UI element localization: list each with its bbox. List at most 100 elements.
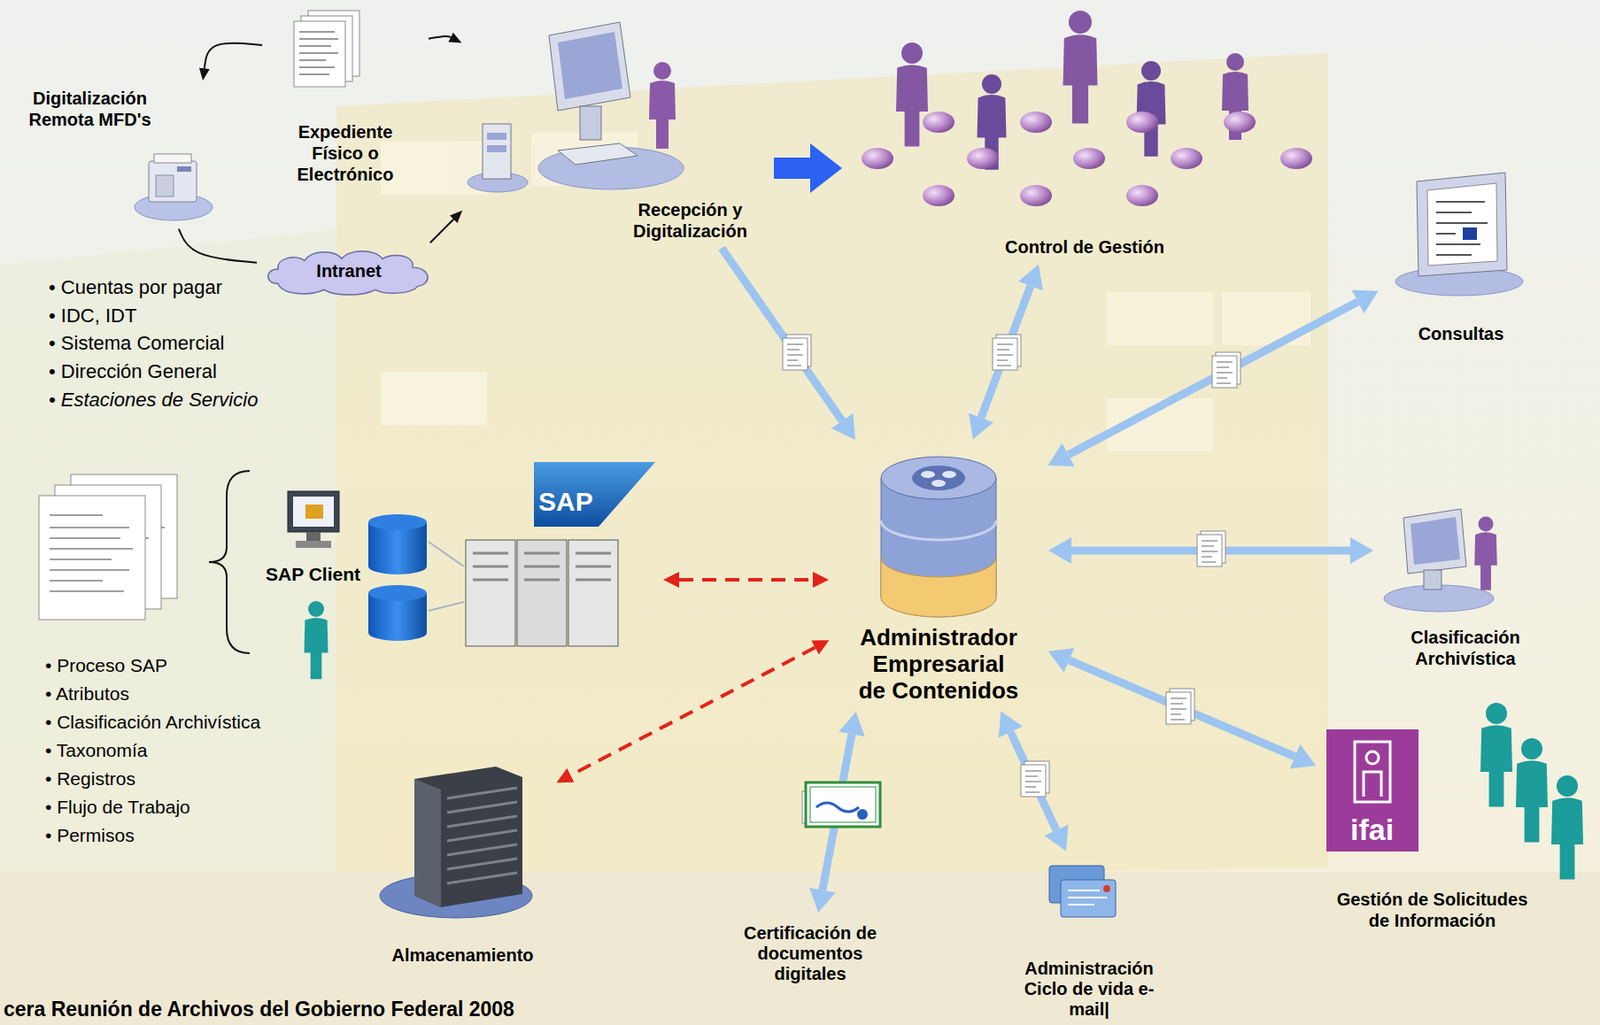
team-illustration	[1223, 111, 1256, 133]
group-node: Control de Gestión	[845, 4, 1324, 262]
sap-document-stack	[38, 495, 146, 620]
background-photo	[0, 872, 1600, 1025]
document-stack-icon	[299, 31, 339, 75]
node-label: Expediente Físico o Electrónico	[270, 121, 421, 186]
storage-icon	[447, 788, 518, 884]
reception-workstation-icon	[579, 106, 602, 140]
document-flow-arrow	[1069, 660, 1296, 758]
team-illustration	[1126, 111, 1159, 133]
label-slot: • Clasificación Archivística	[45, 711, 261, 734]
bullet-item: • Clasificación Archivística	[45, 711, 261, 734]
document-node: Expediente Físico o Electrónico	[265, 7, 426, 189]
sap-server-icon	[472, 553, 611, 580]
bullet-item: • Flujo de Trabajo	[45, 796, 191, 819]
team-illustration	[1063, 10, 1098, 124]
team-illustration	[896, 42, 928, 147]
team-illustration	[922, 185, 955, 207]
storage-node: Almacenamiento	[371, 748, 554, 970]
team-illustration	[861, 147, 894, 170]
certificate-node: Certificación de documentos digitales	[726, 916, 895, 1021]
database-icon	[942, 471, 957, 479]
ifai-logo	[1363, 772, 1382, 797]
reception-workstation-icon	[548, 22, 631, 111]
classification-workstation-icon	[1403, 509, 1467, 574]
background-photo	[1106, 292, 1214, 346]
flow-arc	[204, 43, 263, 70]
mfd-icon	[177, 166, 192, 172]
classification-workstation-icon	[1383, 509, 1498, 612]
integration-link	[570, 648, 815, 776]
workstation-node: Recepción y Digitalización	[464, 13, 771, 246]
reception-workstation-icon	[557, 31, 623, 100]
sap-client-icon	[306, 532, 321, 542]
network-cloud: Intranet	[260, 245, 438, 297]
bullet-item: • Cuentas por pagar	[48, 276, 223, 300]
mail-node: Administración Ciclo de vida e-mail|	[1000, 854, 1178, 1023]
bullet-item: • Atributos	[45, 682, 130, 705]
label-slot: SAP Client	[265, 563, 361, 586]
database-cylinders	[368, 514, 427, 531]
label-slot: • Permisos	[45, 824, 135, 847]
document-flow-arrow	[1010, 732, 1057, 831]
team-illustration	[1280, 147, 1313, 170]
mail-icon	[1067, 890, 1107, 905]
classification-workstation-icon	[1474, 517, 1498, 591]
sap-client-icon	[304, 601, 329, 680]
database-icon	[931, 479, 946, 487]
query-screen-icon	[1416, 172, 1508, 277]
ifai-logo	[1366, 751, 1379, 765]
sap-server-icon	[568, 540, 619, 647]
database-icon	[881, 520, 997, 541]
bullet-item: • Estaciones de Servicio	[48, 388, 258, 412]
classification-workstation-icon	[1410, 517, 1461, 565]
repository-node: Administrador Empresarial de Contenidos	[832, 442, 1045, 709]
certificate-icon	[802, 782, 881, 828]
certificate-icon	[816, 803, 859, 812]
bullet-item: • Dirección General	[48, 360, 217, 384]
team-illustration	[861, 111, 1313, 207]
storage-icon	[414, 779, 441, 908]
database-cylinders	[368, 514, 464, 642]
team-illustration	[1136, 61, 1167, 157]
document-icon	[992, 334, 1021, 371]
server-node: SAP	[460, 456, 660, 656]
node-label: Recepción y Digitalización	[617, 199, 764, 242]
database-icon	[881, 456, 997, 618]
reception-workstation-icon	[649, 61, 676, 149]
bullet-item: • IDC, IDT	[48, 304, 137, 328]
node-label: Control de Gestión	[1004, 236, 1165, 258]
people-figures	[1480, 703, 1584, 881]
sap-client-icon	[305, 504, 324, 519]
sap-client-icon	[295, 541, 332, 549]
team-illustration	[1073, 147, 1106, 170]
sap-client-icon	[287, 491, 340, 533]
people-figures	[1515, 738, 1548, 843]
node-label: Consultas	[1418, 323, 1505, 345]
node-label: SAP	[538, 488, 594, 516]
background-photo	[336, 53, 1329, 886]
label-slot: • Flujo de Trabajo	[45, 796, 191, 819]
document-icon	[1197, 531, 1226, 567]
label-slot: • Registros	[45, 767, 136, 790]
node-label: Clasificación Archivística	[1390, 626, 1541, 670]
label-slot: • Estaciones de Servicio	[48, 388, 258, 412]
bracket	[208, 471, 250, 654]
node-label: Administración Ciclo de vida e-mail|	[1013, 958, 1165, 1021]
team-illustration	[922, 111, 955, 133]
people-figures	[1480, 703, 1513, 808]
mfd-icon	[148, 161, 197, 202]
bullet-item: • Proceso SAP	[45, 654, 168, 677]
database-cylinders	[368, 585, 427, 602]
team-illustration	[1020, 111, 1052, 133]
certificate-icon	[857, 809, 868, 820]
mfd-icon	[154, 154, 192, 163]
document-flow-arrow	[981, 285, 1031, 418]
document-stack-icon	[293, 10, 360, 87]
document-icon	[1166, 688, 1195, 725]
flow-arc	[428, 36, 451, 39]
people-figures	[1551, 775, 1584, 881]
bullet-item: • Taxonomía	[45, 739, 148, 762]
reception-workstation-icon	[467, 22, 684, 193]
